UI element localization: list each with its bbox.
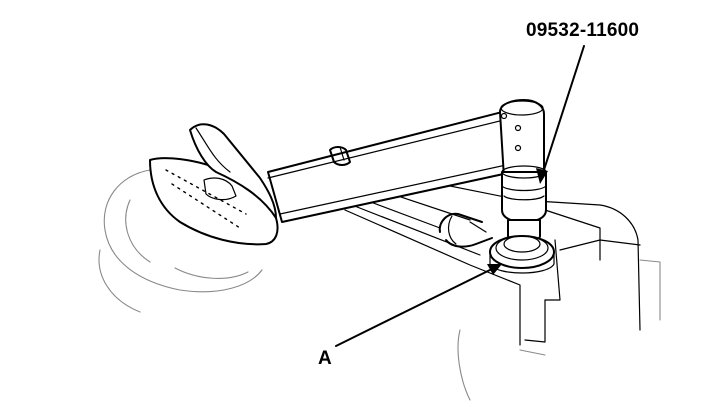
wrench-grip — [149, 123, 279, 246]
engine-body — [98, 169, 661, 401]
leader-arrow-a — [335, 264, 502, 347]
callout-a-label: A — [318, 348, 332, 369]
fastener-a — [489, 235, 555, 274]
side-fitting — [438, 212, 493, 248]
leader-arrow-part-number — [536, 45, 585, 184]
tool-part-number-label: 09532-11600 — [526, 20, 640, 41]
torque-wrench — [267, 99, 545, 223]
